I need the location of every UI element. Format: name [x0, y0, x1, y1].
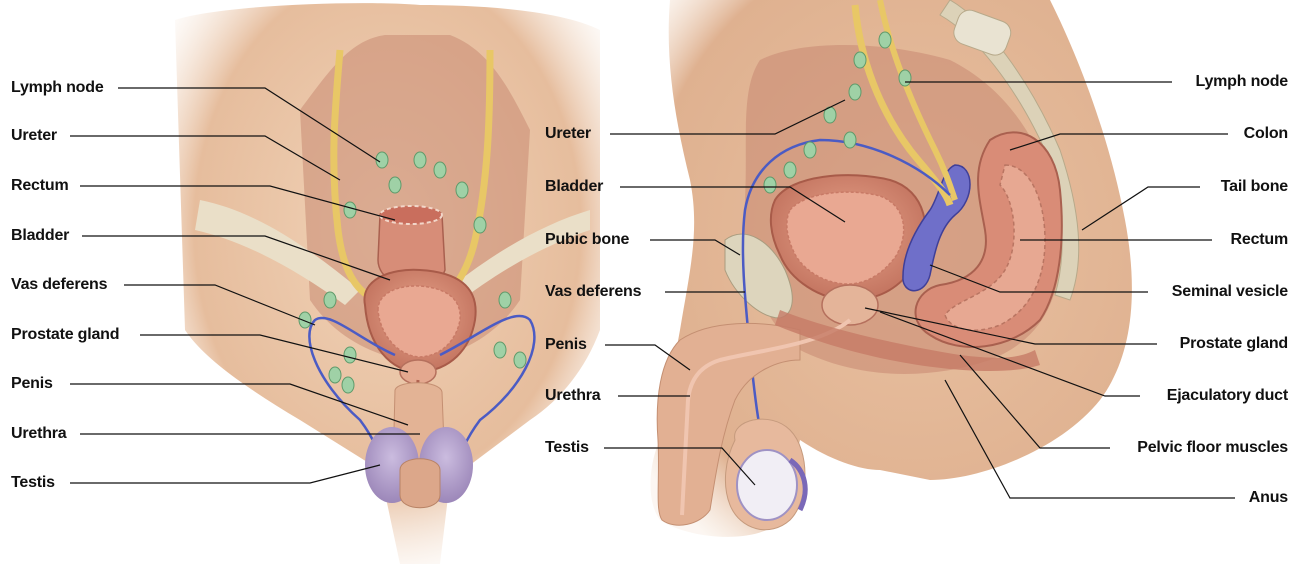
label-side-colon: Colon [1244, 125, 1288, 143]
label-front-rectum: Rectum [11, 177, 68, 195]
label-front-testis: Testis [11, 474, 55, 492]
label-side-seminal-vesicle: Seminal vesicle [1172, 283, 1288, 301]
label-side-pelvic-floor-muscles: Pelvic floor muscles [1137, 439, 1288, 457]
front-glans [400, 459, 440, 508]
side-testis [737, 450, 797, 520]
label-side-urethra: Urethra [545, 387, 601, 405]
label-side-ureter: Ureter [545, 125, 591, 143]
label-side-penis: Penis [545, 336, 587, 354]
label-front-ureter: Ureter [11, 127, 57, 145]
label-side-prostate-gland: Prostate gland [1180, 335, 1288, 353]
label-front-bladder: Bladder [11, 227, 69, 245]
label-front-vas-deferens: Vas deferens [11, 276, 107, 294]
label-side-anus: Anus [1249, 489, 1288, 507]
label-side-testis: Testis [545, 439, 589, 457]
front-view [175, 3, 600, 564]
label-side-bladder: Bladder [545, 178, 603, 196]
label-front-penis: Penis [11, 375, 53, 393]
side-prostate [822, 285, 878, 325]
label-front-prostate-gland: Prostate gland [11, 326, 119, 344]
leader-front-testis [70, 465, 380, 483]
front-rectum-opening [380, 206, 442, 224]
label-side-lymph-node: Lymph node [1195, 73, 1288, 91]
label-side-rectum: Rectum [1231, 231, 1288, 249]
side-view [651, 0, 1132, 537]
label-side-ejaculatory-duct: Ejaculatory duct [1167, 387, 1288, 405]
label-side-tail-bone: Tail bone [1221, 178, 1288, 196]
label-front-urethra: Urethra [11, 425, 67, 443]
label-side-vas-deferens: Vas deferens [545, 283, 641, 301]
label-side-pubic-bone: Pubic bone [545, 231, 629, 249]
label-front-lymph-node: Lymph node [11, 79, 104, 97]
